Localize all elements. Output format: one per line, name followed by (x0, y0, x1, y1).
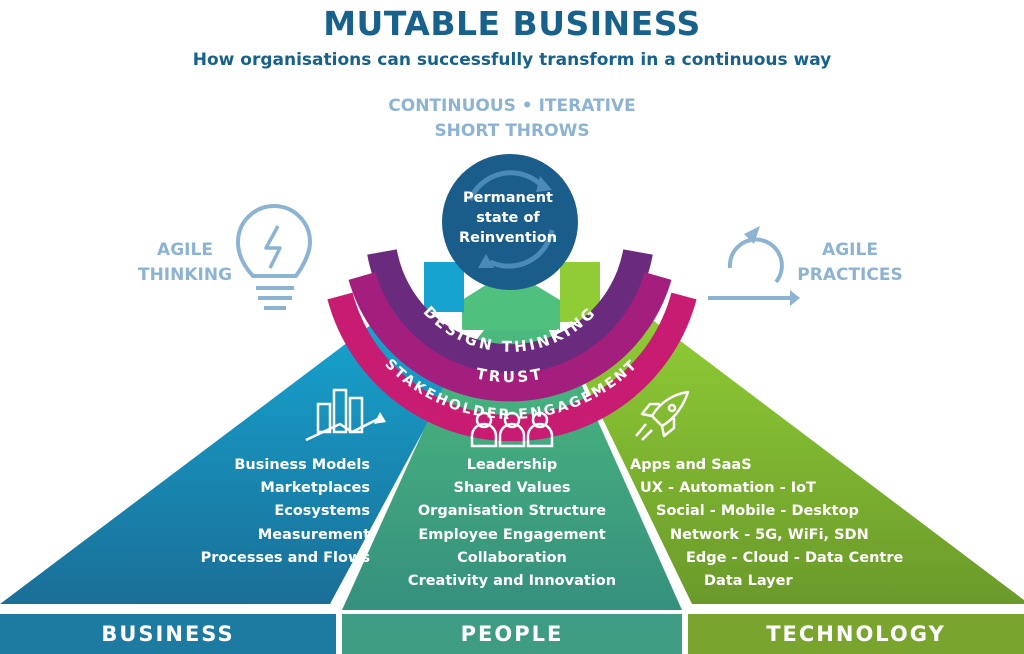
list-item: Social - Mobile - Desktop (656, 503, 859, 520)
list-item: Business Models (234, 457, 370, 473)
list-item: Measurement (257, 526, 370, 543)
list-item: Apps and SaaS (630, 457, 752, 473)
business-items: Business Models Marketplaces Ecosystems … (120, 454, 370, 570)
agile-practices-label: AGILE PRACTICES (797, 240, 903, 285)
list-item: Organisation Structure (417, 503, 607, 520)
list-item: Shared Values (453, 480, 571, 497)
lightbulb-icon (236, 204, 312, 310)
svg-text:TRUST: TRUST (475, 364, 546, 386)
trust-arc (348, 272, 672, 402)
people-pillar (342, 286, 682, 610)
list-item: Creativity and Innovation (407, 573, 617, 590)
design-thinking-arc (367, 249, 653, 375)
list-item: Processes and Flows (200, 549, 370, 566)
technology-items: Apps and SaaS UX - Automation - IoT Soci… (630, 454, 920, 593)
list-item: Leadership (466, 457, 558, 473)
cycle-arrows-icon (708, 237, 790, 300)
circle-line2: state of (476, 210, 540, 226)
list-item: Marketplaces (260, 480, 370, 497)
page-title: MUTABLE BUSINESS (323, 4, 701, 43)
list-item: Ecosystems (274, 503, 370, 520)
rocket-icon (635, 390, 690, 441)
list-item: Employee Engagement (418, 526, 606, 543)
list-item: Data Layer (704, 573, 793, 590)
top-label-line1: CONTINUOUS • ITERATIVE (388, 96, 636, 116)
list-item: Network - 5G, WiFi, SDN (670, 526, 869, 543)
list-item: UX - Automation - IoT (640, 480, 816, 497)
technology-pillar (580, 318, 1024, 604)
list-item: Edge - Cloud - Data Centre (686, 549, 904, 566)
list-item: Collaboration (457, 549, 567, 566)
people-icon (470, 411, 554, 448)
circle-line1: Permanent (463, 190, 553, 206)
agile-thinking-label: AGILE THINKING (137, 240, 233, 285)
top-label-line2: SHORT THROWS (434, 121, 590, 141)
business-band: BUSINESS (0, 614, 336, 654)
people-band: PEOPLE (342, 614, 682, 654)
circle-line3: Reinvention (458, 230, 558, 246)
city-growth-icon (305, 388, 381, 442)
page-subtitle: How organisations can successfully trans… (192, 50, 832, 70)
people-items: Leadership Shared Values Organisation St… (392, 454, 632, 593)
technology-band: TECHNOLOGY (688, 614, 1024, 654)
trust-label: TRUST (475, 364, 543, 386)
